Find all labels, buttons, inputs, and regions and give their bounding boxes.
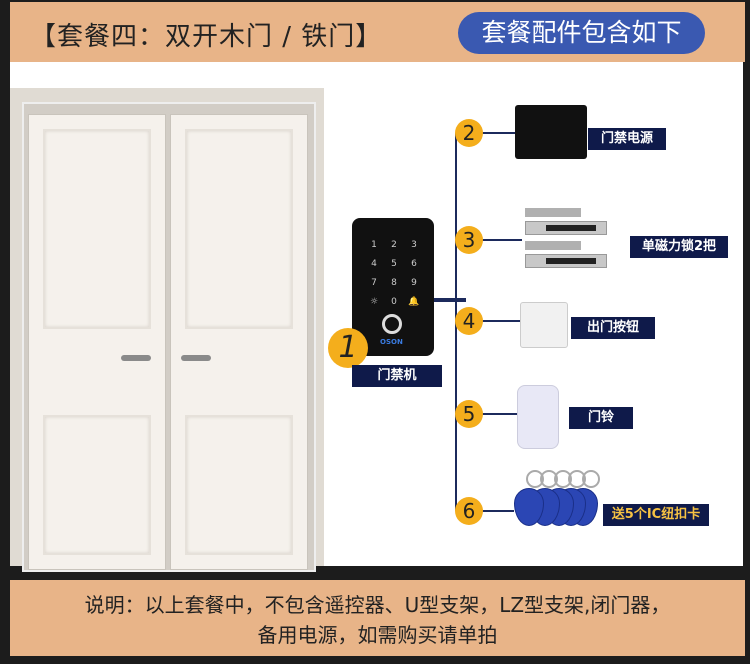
bell-key-icon: 🔔 xyxy=(408,297,420,307)
key-1: 1 xyxy=(371,240,377,250)
access-control-keypad-image: 1 2 3 4 5 6 7 8 9 ☼ 0 🔔 OSON xyxy=(352,218,434,356)
item-number-1: 1 xyxy=(328,328,368,368)
key-3: 3 xyxy=(411,240,417,250)
footer-note: 说明：以上套餐中，不包含遥控器、U型支架，LZ型支架,闭门器， 备用电源，如需购… xyxy=(10,580,745,656)
key-6: 6 xyxy=(411,259,417,269)
item-number-4: 4 xyxy=(455,307,483,335)
connector-line xyxy=(434,298,466,302)
key-2: 2 xyxy=(391,240,397,250)
item-number-5: 5 xyxy=(455,400,483,428)
fingerprint-sensor-icon xyxy=(382,314,402,334)
item-number-3: 3 xyxy=(455,226,483,254)
item-label-magnetic-lock: 单磁力锁2把 xyxy=(630,236,728,258)
footer-line-1: 说明：以上套餐中，不包含遥控器、U型支架，LZ型支架,闭门器， xyxy=(84,593,671,617)
exit-button-image xyxy=(520,302,568,348)
ic-key-fobs-image xyxy=(512,470,600,532)
light-key-icon: ☼ xyxy=(369,297,379,307)
doorbell-image xyxy=(517,385,559,449)
item-label-exit-button: 出门按钮 xyxy=(571,317,655,339)
item-label-doorbell: 门铃 xyxy=(569,407,633,429)
item-label-power-supply: 门禁电源 xyxy=(588,128,666,150)
item-label-keypad: 门禁机 xyxy=(352,365,442,387)
power-supply-image xyxy=(515,105,587,159)
item-number-6: 6 xyxy=(455,497,483,525)
package-title: 【套餐四：双开木门 / 铁门】 xyxy=(30,22,383,52)
header-banner: 【套餐四：双开木门 / 铁门】 套餐配件包含如下 xyxy=(10,2,745,62)
double-door-image xyxy=(10,88,324,572)
item-number-2: 2 xyxy=(455,119,483,147)
key-0: 0 xyxy=(391,297,397,307)
footer-line-2: 备用电源，如需购买请单拍 xyxy=(257,623,498,647)
key-7: 7 xyxy=(371,278,377,288)
accessories-badge: 套餐配件包含如下 xyxy=(458,12,705,54)
key-5: 5 xyxy=(391,259,397,269)
key-9: 9 xyxy=(411,278,417,288)
brand-logo: OSON xyxy=(380,338,403,346)
key-8: 8 xyxy=(391,278,397,288)
item-label-ic-cards: 送5个IC纽扣卡 xyxy=(603,504,709,526)
key-4: 4 xyxy=(371,259,377,269)
